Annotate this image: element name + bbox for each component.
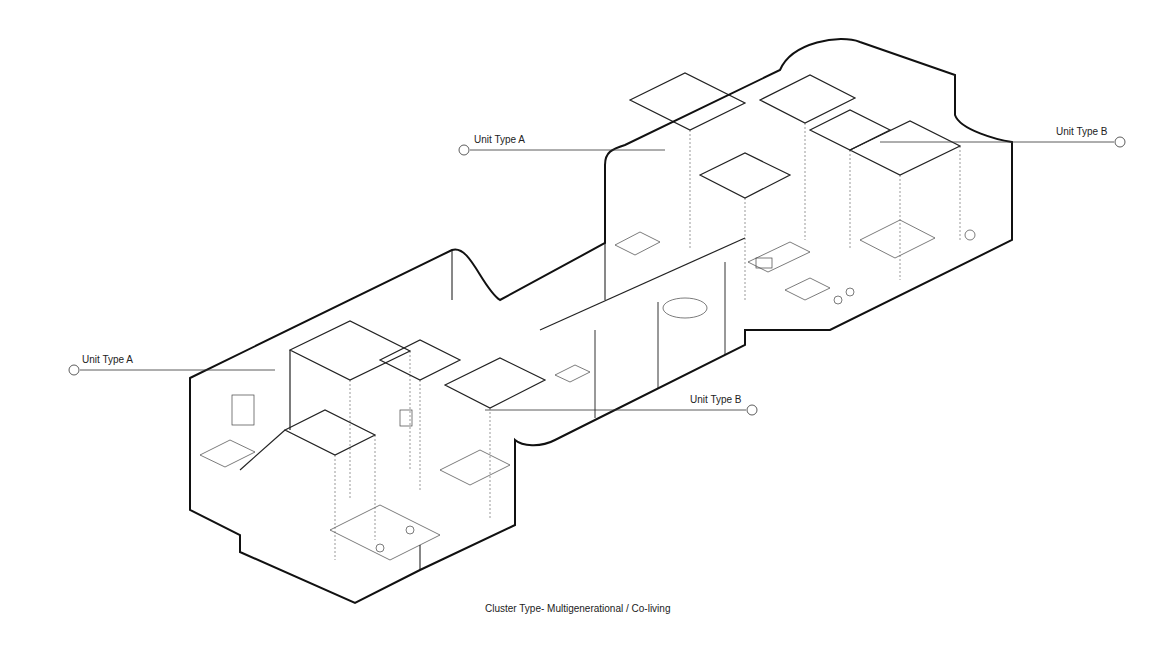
vertical-edges	[420, 243, 605, 570]
unit-label: Unit Type B	[690, 394, 742, 406]
leader-lines	[69, 137, 1125, 415]
unit-label: Unit Type A	[474, 134, 525, 146]
unit-label: Unit Type B	[1056, 126, 1108, 138]
unit-label: Unit Type A	[82, 354, 133, 366]
furniture	[200, 220, 975, 560]
building-outline	[190, 39, 1012, 603]
caption: Cluster Type- Multigenerational / Co-liv…	[485, 603, 670, 615]
room-walls	[240, 73, 960, 470]
hidden-edges	[335, 123, 960, 560]
